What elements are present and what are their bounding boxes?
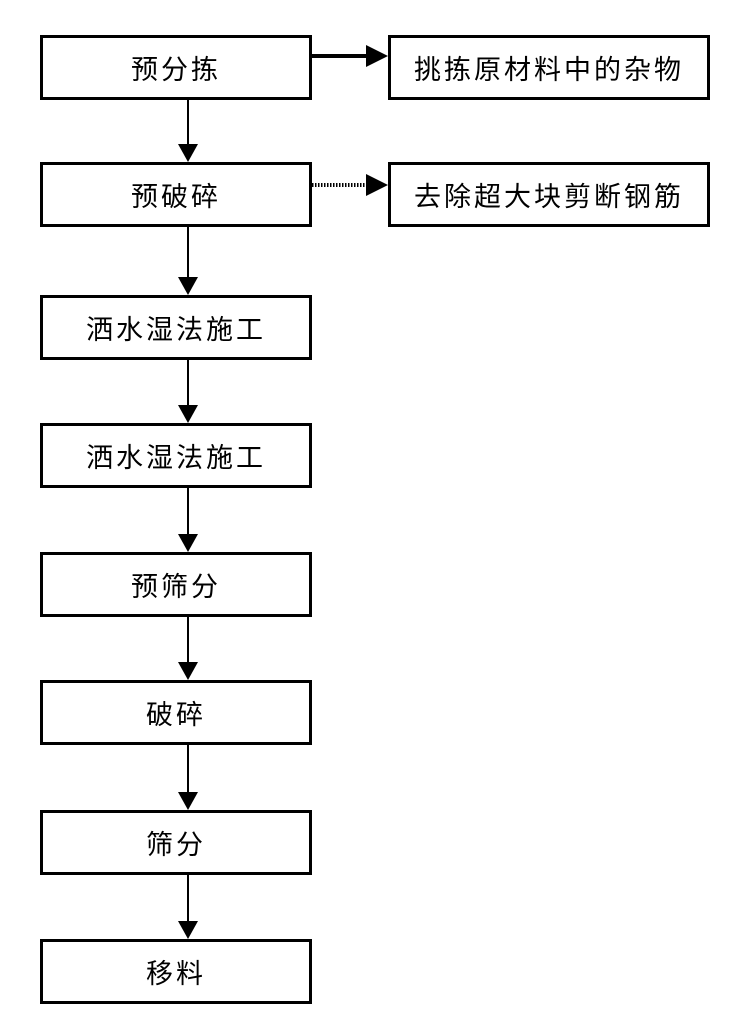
right-arrow-icon <box>366 45 388 67</box>
flow-step-box-prescreen: 预筛分 <box>40 552 312 617</box>
right-arrow-dotted-line <box>312 183 368 187</box>
flow-step-label: 预分拣 <box>131 55 221 85</box>
flow-step-box-move: 移料 <box>40 939 312 1004</box>
down-arrow-icon <box>178 792 198 810</box>
flow-step-label: 移料 <box>146 959 206 989</box>
flow-step-label: 破碎 <box>146 700 206 730</box>
flow-step-label: 洒水湿法施工 <box>86 315 266 345</box>
side-note-box-cut-rebar: 去除超大块剪断钢筋 <box>388 162 710 227</box>
down-arrow-line-5 <box>187 617 189 662</box>
down-arrow-line-1 <box>187 100 189 144</box>
down-arrow-icon <box>178 144 198 162</box>
flow-step-box-presort: 预分拣 <box>40 35 312 100</box>
side-note-box-remove-debris: 挑拣原材料中的杂物 <box>388 35 710 100</box>
flow-step-box-crush: 破碎 <box>40 680 312 745</box>
down-arrow-icon <box>178 405 198 423</box>
flow-step-box-screen: 筛分 <box>40 810 312 875</box>
flow-step-label: 筛分 <box>146 830 206 860</box>
down-arrow-line-4 <box>187 488 189 534</box>
flow-step-label: 洒水湿法施工 <box>86 443 266 473</box>
flow-step-label: 预破碎 <box>131 182 221 212</box>
down-arrow-icon <box>178 921 198 939</box>
flow-step-box-precrush: 预破碎 <box>40 162 312 227</box>
flow-step-label: 预筛分 <box>131 572 221 602</box>
side-note-label: 去除超大块剪断钢筋 <box>414 182 684 212</box>
down-arrow-icon <box>178 534 198 552</box>
side-note-label: 挑拣原材料中的杂物 <box>414 55 684 85</box>
right-arrow-icon <box>366 174 388 196</box>
flow-step-box-wet-spray-2: 洒水湿法施工 <box>40 423 312 488</box>
down-arrow-line-7 <box>187 875 189 921</box>
down-arrow-line-2 <box>187 227 189 277</box>
down-arrow-icon <box>178 662 198 680</box>
flow-step-box-wet-spray-1: 洒水湿法施工 <box>40 295 312 360</box>
down-arrow-line-6 <box>187 745 189 792</box>
down-arrow-icon <box>178 277 198 295</box>
down-arrow-line-3 <box>187 360 189 405</box>
right-arrow-solid-line <box>312 54 368 58</box>
